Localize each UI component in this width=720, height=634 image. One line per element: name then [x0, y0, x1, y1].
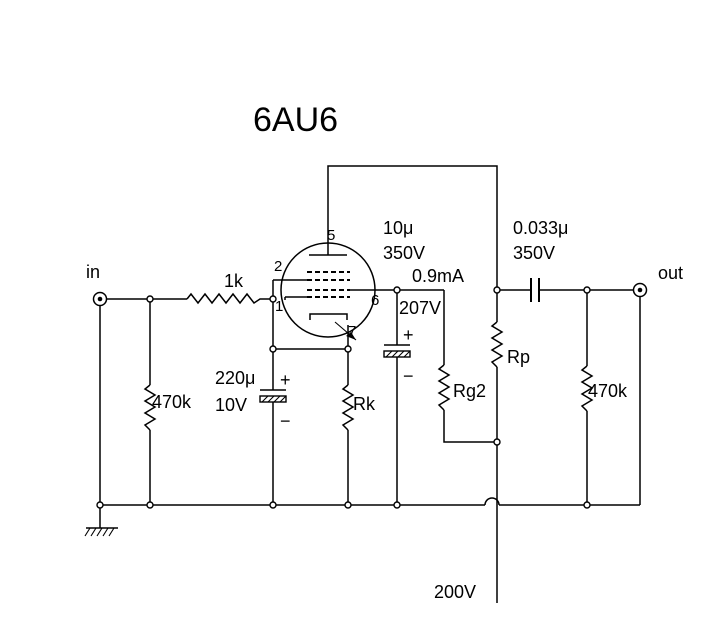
- screen-cap-voltage: 350V: [383, 243, 425, 263]
- cathode-resistor-label: Rk: [353, 394, 376, 414]
- pin-screen: 6: [371, 292, 379, 309]
- screen-cap-value: 10μ: [383, 218, 413, 238]
- screen-cap-plus: +: [403, 325, 414, 345]
- ground-rail: [100, 497, 640, 506]
- grid-leak-label: 470k: [152, 392, 192, 412]
- input-label: in: [86, 262, 100, 282]
- pin-cathode: 1: [275, 298, 283, 315]
- screen-cap-minus: −: [403, 366, 414, 386]
- output-terminal: [632, 282, 648, 298]
- junction-nodes: [96, 286, 591, 509]
- screen-network: [375, 289, 497, 505]
- ground-symbol: [84, 505, 118, 537]
- load-resistor-label: 470k: [588, 381, 628, 401]
- grid-stop-label: 1k: [224, 271, 244, 291]
- input-terminal: [92, 291, 108, 307]
- screen-current: 0.9mA: [412, 266, 464, 286]
- screen-voltage: 207V: [399, 298, 441, 318]
- pin-suppressor: 7: [348, 323, 356, 340]
- plate-resistor-label: Rp: [507, 347, 530, 367]
- plate-load: [490, 290, 504, 603]
- output-label: out: [658, 263, 683, 283]
- pin-grid: 2: [274, 258, 282, 275]
- cathode-cap-value: 220μ: [215, 368, 255, 388]
- grid-leak-resistor: [143, 299, 157, 505]
- plate-wire: [327, 165, 498, 290]
- vacuum-tube: [280, 242, 376, 341]
- coupling-cap-value: 0.033μ: [513, 218, 568, 238]
- supply-voltage: 200V: [434, 582, 476, 602]
- pin-plate: 5: [327, 227, 335, 244]
- cathode-cap-plus: +: [280, 370, 291, 390]
- screen-resistor-label: Rg2: [453, 381, 486, 401]
- coupling-cap-voltage: 350V: [513, 243, 555, 263]
- cathode-cap-minus: −: [280, 411, 291, 431]
- tube-title: 6AU6: [253, 101, 338, 139]
- cathode-network: [259, 299, 355, 505]
- cathode-cap-voltage: 10V: [215, 395, 247, 415]
